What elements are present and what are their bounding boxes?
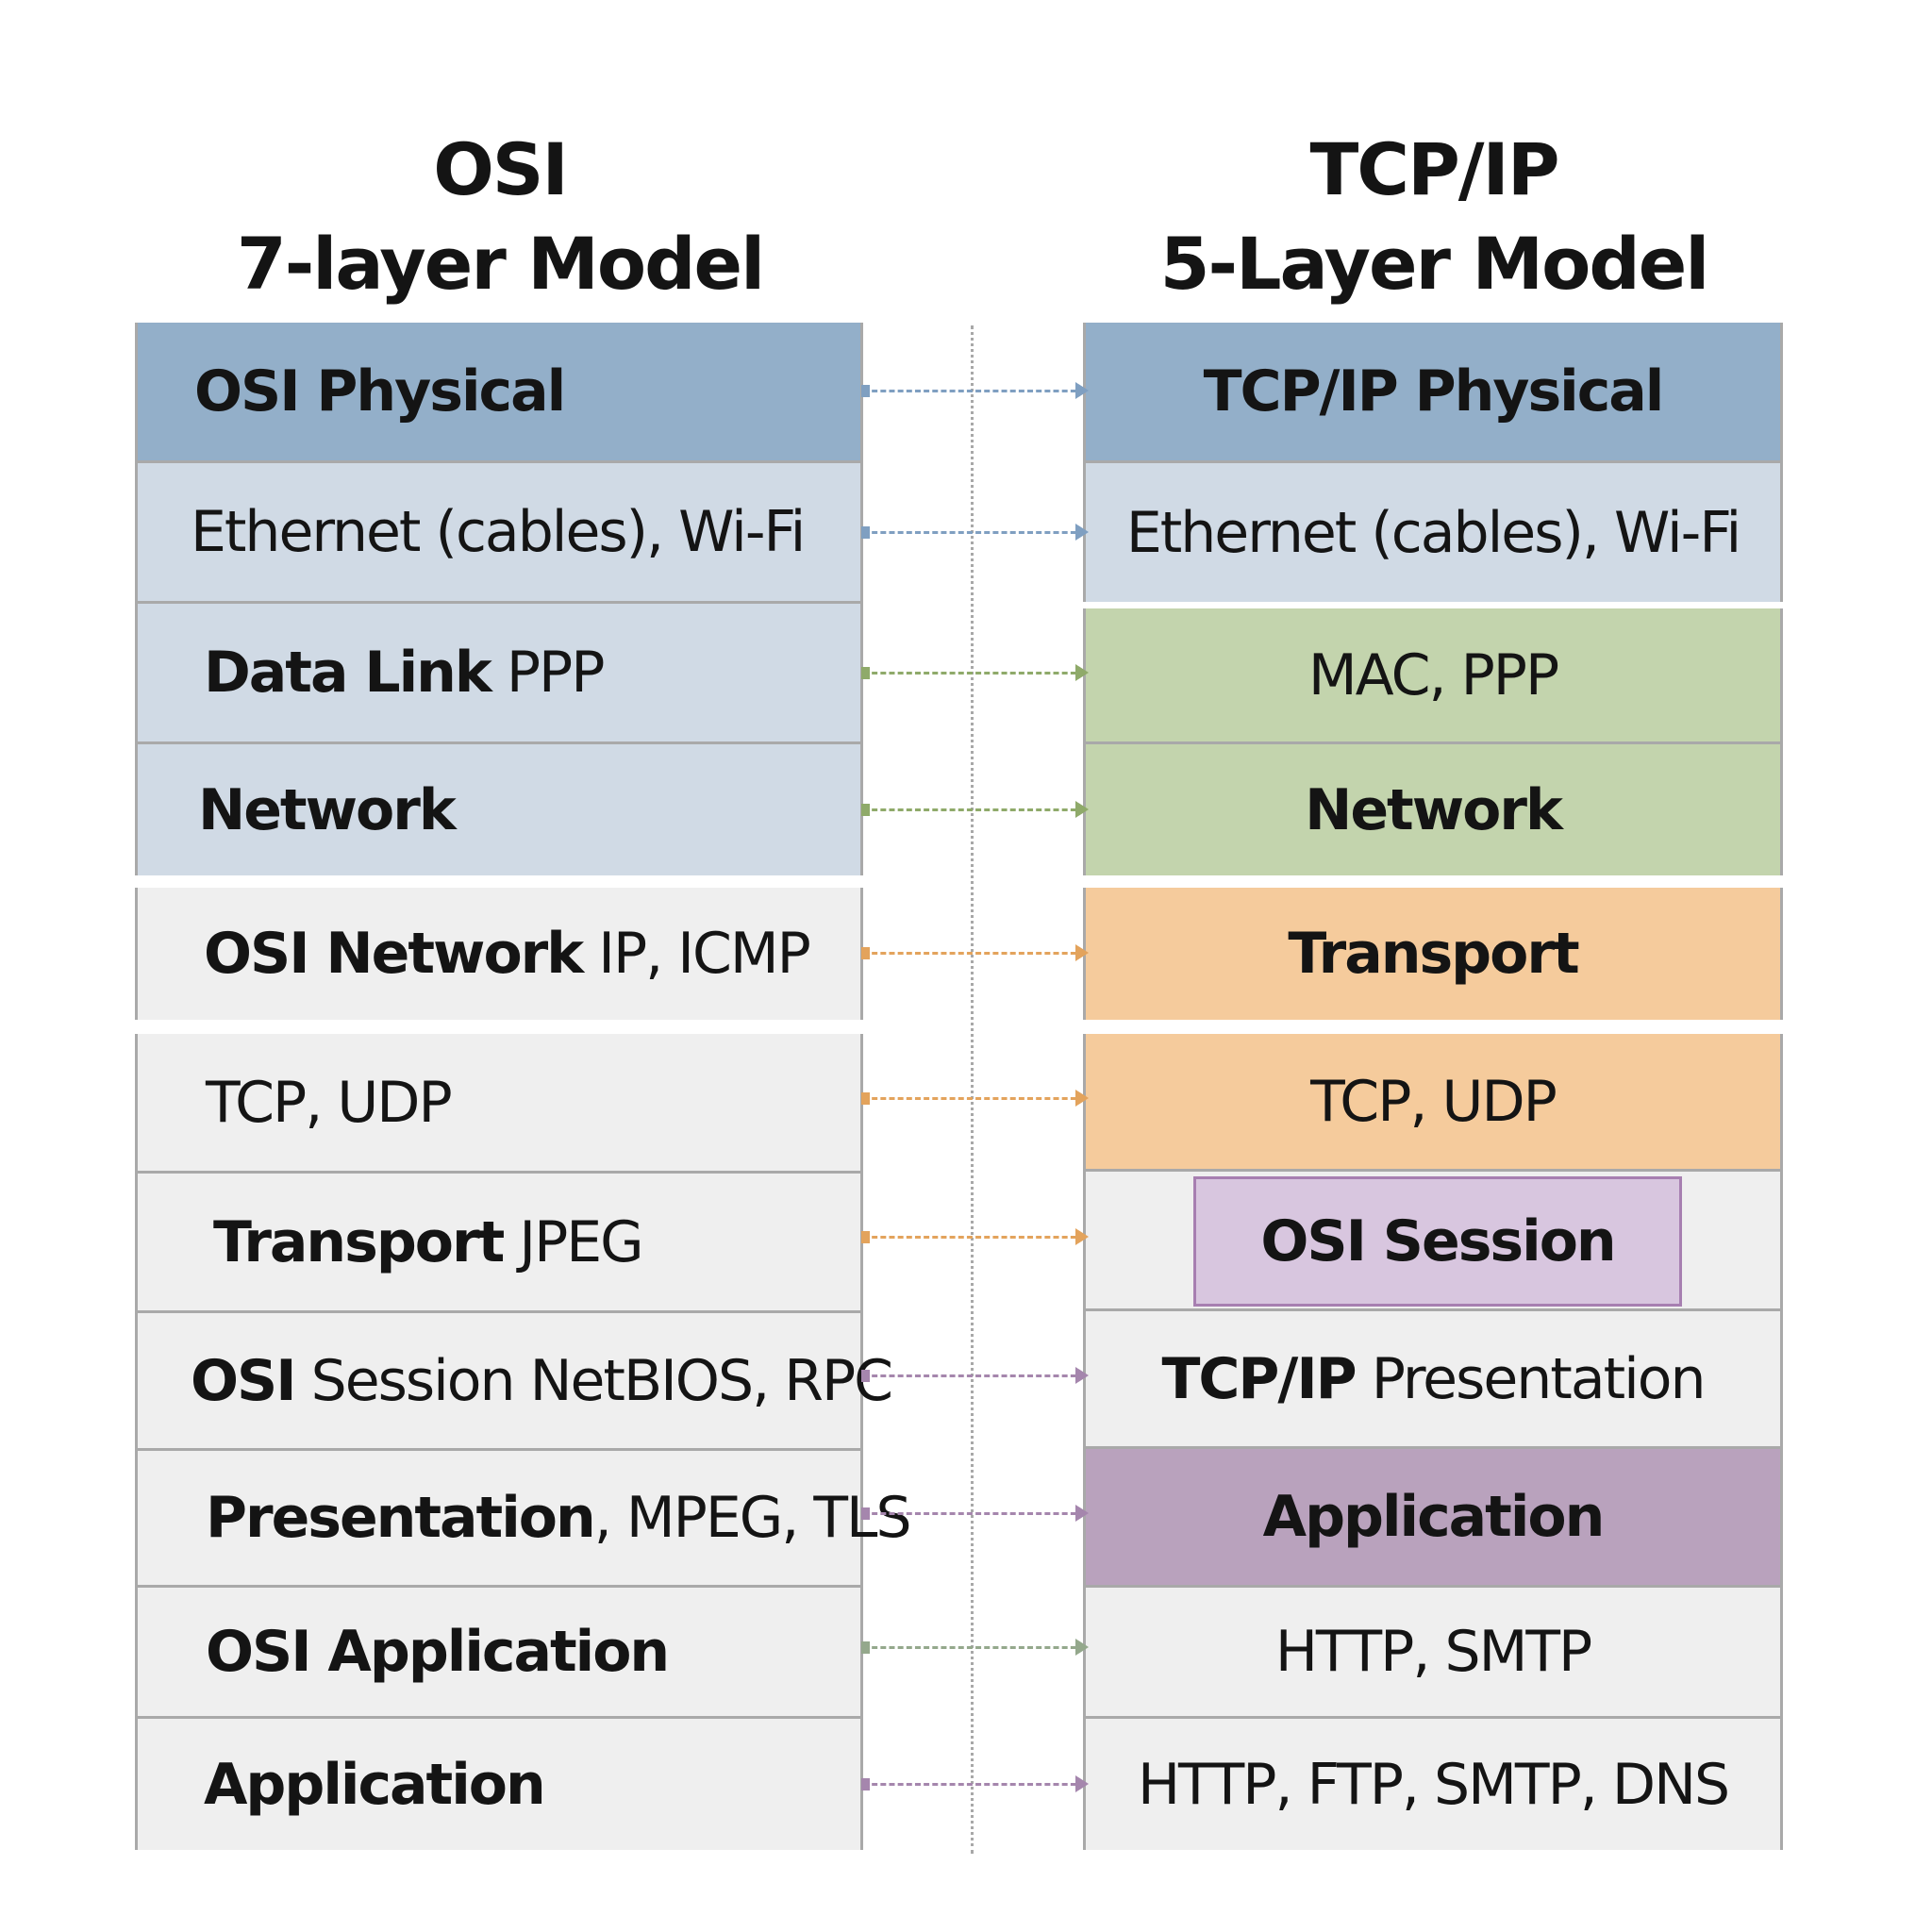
osi-layer-protocols: Ethernet (cables), Wi-Fi	[191, 499, 806, 565]
layer-connector-arrow	[861, 1639, 1089, 1656]
tcpip-layer-protocols: Presentation	[1355, 1345, 1707, 1412]
osi-layer-row: Transport JPEG	[138, 1171, 860, 1310]
layer-connector-arrow	[861, 1367, 1089, 1384]
tcpip-layer-protocols: HTTP, FTP, SMTP, DNS	[1137, 1751, 1730, 1818]
osi-layer-row: OSI Application	[138, 1585, 860, 1716]
osi-session-label: OSI Session	[1260, 1208, 1616, 1274]
tcpip-layer-name: Network	[1305, 776, 1563, 843]
layer-connector-arrow	[861, 1228, 1089, 1245]
tcpip-layer-row: HTTP, FTP, SMTP, DNS	[1086, 1716, 1780, 1850]
osi-session-box: OSI Session	[1193, 1176, 1682, 1307]
osi-model-heading: OSI 7-layer Model	[132, 123, 868, 311]
tcpip-layer-name: TCP/IP	[1161, 1345, 1357, 1412]
layer-connector-arrow	[861, 944, 1089, 961]
tcpip-layer-protocols: HTTP, SMTP	[1274, 1619, 1592, 1685]
layer-connector-arrow	[861, 524, 1089, 541]
osi-layer-name: OSI Physical	[194, 358, 566, 425]
tcpip-layer-protocols: TCP, UDP	[1310, 1068, 1557, 1135]
tcpip-layer-row: HTTP, SMTP	[1086, 1585, 1780, 1716]
osi-layer-row: OSI Network IP, ICMP	[138, 888, 860, 1020]
osi-layer-name: Data Link	[204, 640, 492, 706]
osi-layer-name: Application	[204, 1751, 546, 1818]
tcpip-layer-protocols: MAC, PPP	[1307, 641, 1559, 708]
tcpip-layer-row: MAC, PPP	[1086, 608, 1780, 741]
osi-layer-protocols: JPEG	[503, 1208, 643, 1275]
osi-layer-protocols: TCP, UDP	[206, 1069, 453, 1136]
osi-layer-name: Transport	[213, 1208, 505, 1275]
osi-heading-line1: OSI	[433, 127, 569, 211]
osi-layer-protocols: IP, ICMP	[582, 921, 811, 987]
layer-connector-arrow	[861, 1505, 1089, 1522]
tcpip-layer-name: TCP/IP Physical	[1203, 358, 1665, 425]
layer-connector-arrow	[861, 1090, 1089, 1107]
center-divider	[971, 325, 974, 1854]
layer-connector-arrow	[861, 801, 1089, 818]
osi-layer-protocols: PPP	[490, 640, 606, 706]
tcpip-layer-protocols: Ethernet (cables), Wi-Fi	[1125, 499, 1741, 566]
osi-layer-name: Presentation	[206, 1485, 596, 1551]
osi-group-2: OSI Network IP, ICMP	[135, 888, 863, 1020]
tcpip-layer-row: TCP/IP Presentation	[1086, 1308, 1780, 1446]
osi-layer-protocols: Session NetBIOS, RPC	[294, 1347, 893, 1414]
osi-layer-row: Network	[138, 741, 860, 875]
layer-connector-arrow	[861, 664, 1089, 681]
tcpip-layer-row: TCP/IP Physical	[1086, 323, 1780, 460]
osi-layer-row: Application	[138, 1716, 860, 1850]
osi-layer-row: Ethernet (cables), Wi-Fi	[138, 460, 860, 601]
tcpip-layer-row: Application	[1086, 1446, 1780, 1585]
osi-layer-name: Network	[198, 776, 457, 843]
layer-connector-arrow	[861, 382, 1089, 399]
tcpip-group-3: Transport	[1083, 888, 1783, 1020]
layer-connector-arrow	[861, 1775, 1089, 1792]
tcpip-heading-line1: TCP/IP	[1309, 127, 1559, 211]
tcpip-layer-name: Application	[1262, 1484, 1606, 1550]
osi-heading-line2: 7-layer Model	[236, 222, 765, 306]
osi-layer-row: Data Link PPP	[138, 601, 860, 741]
tcpip-layer-row: TCP, UDP	[1086, 1034, 1780, 1169]
tcpip-layer-row: Transport	[1086, 888, 1780, 1020]
tcpip-layer-row: Ethernet (cables), Wi-Fi	[1086, 460, 1780, 602]
osi-layer-name: OSI Application	[206, 1619, 670, 1685]
tcpip-layer-name: Transport	[1288, 921, 1579, 987]
osi-layer-row: Presentation, MPEG, TLS	[138, 1448, 912, 1585]
tcpip-layer-row: Network	[1086, 741, 1780, 875]
osi-layer-row: OSI Physical	[138, 323, 860, 460]
osi-layer-name: OSI Network	[204, 921, 584, 987]
tcpip-group-2: MAC, PPP Network	[1083, 608, 1783, 875]
osi-layer-row: OSI Session NetBIOS, RPC	[138, 1310, 893, 1448]
tcpip-heading-line2: 5-Layer Model	[1159, 222, 1710, 306]
osi-layer-row: TCP, UDP	[138, 1034, 860, 1171]
osi-layer-name: OSI	[191, 1347, 297, 1414]
tcpip-model-heading: TCP/IP 5-Layer Model	[1075, 123, 1792, 311]
